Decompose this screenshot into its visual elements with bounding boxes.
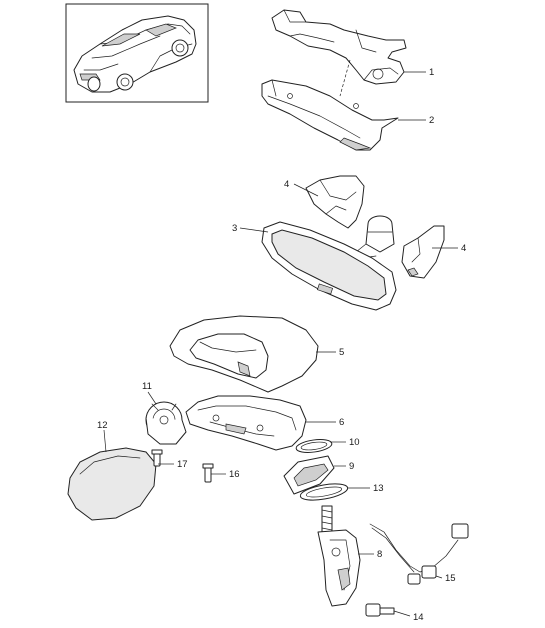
part-9-light-module [283, 455, 335, 495]
callout-17: 17 [177, 459, 188, 470]
part-1-mounting-bracket [271, 9, 407, 97]
callout-8: 8 [377, 549, 382, 560]
part-13-gasket [299, 483, 349, 501]
part-4-right-clip-cover [401, 225, 445, 279]
callout-1: 1 [429, 67, 434, 78]
callout-labels: 1 2 3 4 4 5 6 8 9 10 11 12 13 14 15 16 1… [97, 67, 466, 623]
car-sketch [73, 15, 197, 93]
part-17-screw [151, 449, 163, 467]
callout-16: 16 [229, 469, 240, 480]
leader-lines [103, 71, 458, 617]
part-11-adjustment-motor [145, 401, 187, 445]
part-4-upper-clip-cover [305, 175, 365, 229]
part-3-interior-mirror [261, 221, 397, 311]
callout-14: 14 [413, 612, 424, 623]
callout-13: 13 [373, 483, 384, 494]
part-12-mirror-glass [67, 447, 157, 521]
part-2-cover [261, 79, 399, 151]
callout-6: 6 [339, 417, 344, 428]
part-8-mounting-arm [317, 505, 361, 607]
callout-4-upper: 4 [284, 179, 289, 190]
callout-10: 10 [349, 437, 360, 448]
vehicle-overview-inset [65, 3, 209, 103]
mirror-stem-joint [355, 215, 395, 259]
callout-12: 12 [97, 420, 108, 431]
callout-4-right: 4 [461, 243, 466, 254]
callout-11: 11 [142, 381, 152, 392]
part-14-bolt [365, 603, 395, 617]
part-16-screw [202, 463, 214, 483]
callout-15: 15 [445, 573, 456, 584]
part-5-housing-cap [169, 315, 319, 393]
callout-2: 2 [429, 115, 434, 126]
callout-9: 9 [349, 461, 354, 472]
part-15-wiring-harness [369, 523, 469, 585]
callout-5: 5 [339, 347, 344, 358]
part-6-mirror-base [185, 395, 307, 451]
part-10-seal [295, 439, 333, 453]
callout-3: 3 [232, 223, 237, 234]
